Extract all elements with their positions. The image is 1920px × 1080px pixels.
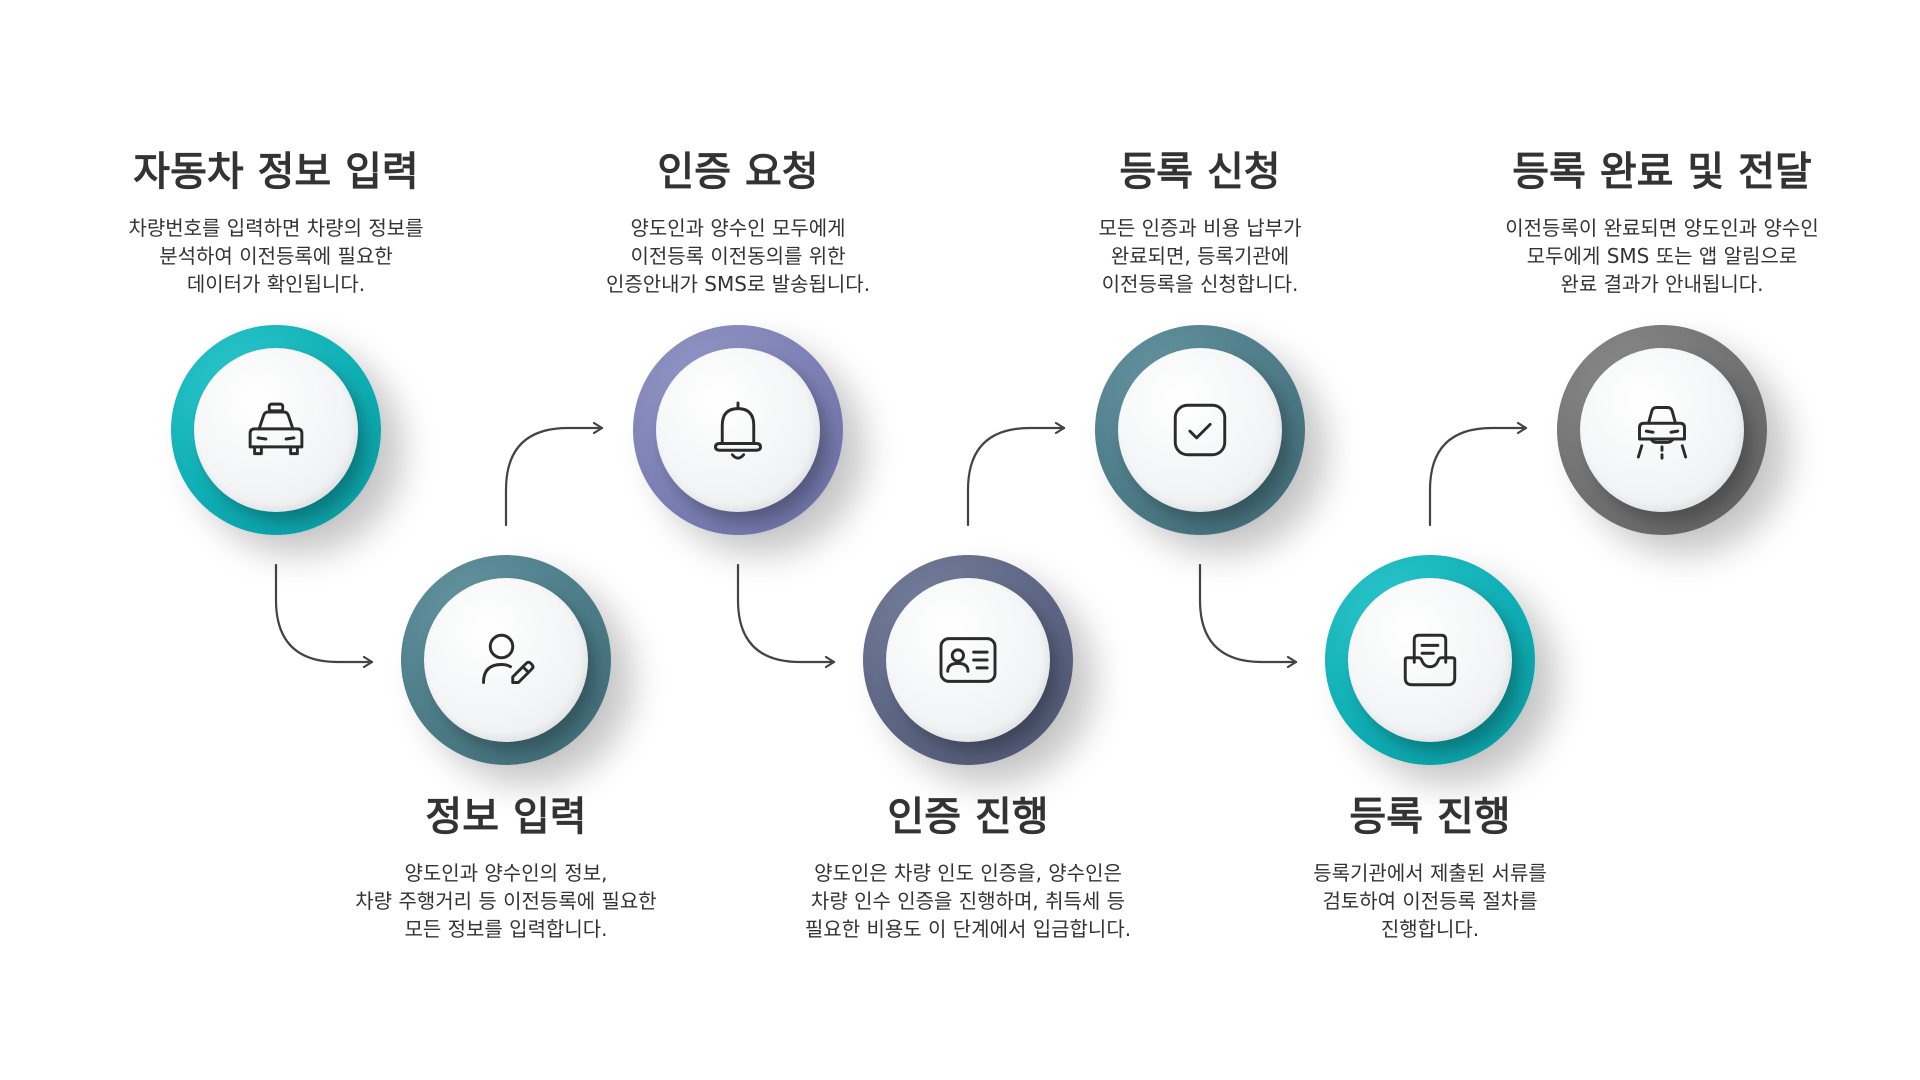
step-4-desc-line: 필요한 비용도 이 단계에서 입금합니다. <box>804 917 1132 941</box>
step-7-node <box>1557 325 1767 535</box>
step-1-title: 자동차 정보 입력 <box>133 149 419 195</box>
step-1-description: 차량번호를 입력하면 차량의 정보를 분석하여 이전등록에 필요한 데이터가 확… <box>56 214 496 298</box>
user-edit-icon <box>470 624 542 696</box>
step-4-node <box>863 555 1073 765</box>
checkbox-icon <box>1164 394 1236 466</box>
car-icon <box>240 394 312 466</box>
step-3-title: 인증 요청 <box>657 149 819 195</box>
step-1-desc-line: 분석하여 이전등록에 필요한 <box>159 244 393 268</box>
step-2-desc-line: 차량 주행거리 등 이전등록에 필요한 <box>355 889 657 913</box>
step-5-node <box>1095 325 1305 535</box>
step-3-desc-line: 양도인과 양수인 모두에게 <box>630 216 846 240</box>
inbox-document-icon <box>1394 624 1466 696</box>
step-5-disc <box>1118 348 1282 512</box>
step-1-disc <box>194 348 358 512</box>
step-7-desc-line: 완료 결과가 안내됩니다. <box>1560 272 1764 296</box>
step-3-desc-line: 인증안내가 SMS로 발송됩니다. <box>605 272 871 296</box>
step-6-disc <box>1348 578 1512 742</box>
step-7-disc <box>1580 348 1744 512</box>
step-3-disc <box>656 348 820 512</box>
bell-icon <box>702 394 774 466</box>
arrow-4-to-5 <box>966 428 1066 527</box>
step-2-title: 정보 입력 <box>425 794 587 840</box>
step-2-desc-line: 양도인과 양수인의 정보, <box>404 861 608 885</box>
arrow-3-to-4 <box>736 563 836 662</box>
car-road-icon <box>1626 394 1698 466</box>
step-5-desc-line: 완료되면, 등록기관에 <box>1110 244 1290 268</box>
arrow-5-to-6 <box>1198 563 1298 662</box>
id-card-icon <box>932 624 1004 696</box>
arrow-6-to-7 <box>1428 428 1528 527</box>
step-5-desc-line: 이전등록을 신청합니다. <box>1101 272 1299 296</box>
step-3-description: 양도인과 양수인 모두에게 이전등록 이전동의를 위한 인증안내가 SMS로 발… <box>518 214 958 298</box>
step-2-node <box>401 555 611 765</box>
step-7-desc-line: 모두에게 SMS 또는 앱 알림으로 <box>1526 244 1798 268</box>
step-3-node <box>633 325 843 535</box>
step-6-desc-line: 등록기관에서 제출된 서류를 <box>1313 861 1547 885</box>
step-2-desc-line: 모든 정보를 입력합니다. <box>404 917 608 941</box>
step-5-desc-line: 모든 인증과 비용 납부가 <box>1098 216 1302 240</box>
step-6-desc-line: 검토하여 이전등록 절차를 <box>1322 889 1538 913</box>
step-4-disc <box>886 578 1050 742</box>
step-5-description: 모든 인증과 비용 납부가 완료되면, 등록기관에 이전등록을 신청합니다. <box>980 214 1420 298</box>
step-1-node <box>171 325 381 535</box>
step-5-title: 등록 신청 <box>1119 149 1281 195</box>
arrow-2-to-3 <box>504 428 604 527</box>
step-6-title: 등록 진행 <box>1349 794 1511 840</box>
step-7-desc-line: 이전등록이 완료되면 양도인과 양수인 <box>1505 216 1819 240</box>
step-6-desc-line: 진행합니다. <box>1380 917 1480 941</box>
step-1-desc-line: 데이터가 확인됩니다. <box>186 272 366 296</box>
step-2-description: 양도인과 양수인의 정보, 차량 주행거리 등 이전등록에 필요한 모든 정보를… <box>286 859 726 943</box>
step-6-description: 등록기관에서 제출된 서류를 검토하여 이전등록 절차를 진행합니다. <box>1210 859 1650 943</box>
step-7-description: 이전등록이 완료되면 양도인과 양수인 모두에게 SMS 또는 앱 알림으로 완… <box>1442 214 1882 298</box>
step-4-desc-line: 양도인은 차량 인도 인증을, 양수인은 <box>814 861 1122 885</box>
step-6-node <box>1325 555 1535 765</box>
step-4-desc-line: 차량 인수 인증을 진행하며, 취득세 등 <box>810 889 1126 913</box>
step-4-title: 인증 진행 <box>887 794 1049 840</box>
arrow-1-to-2 <box>274 563 374 662</box>
step-7-title: 등록 완료 및 전달 <box>1512 149 1812 195</box>
step-1-desc-line: 차량번호를 입력하면 차량의 정보를 <box>128 216 424 240</box>
step-4-description: 양도인은 차량 인도 인증을, 양수인은 차량 인수 인증을 진행하며, 취득세… <box>748 859 1188 943</box>
step-3-desc-line: 이전등록 이전동의를 위한 <box>630 244 846 268</box>
step-2-disc <box>424 578 588 742</box>
